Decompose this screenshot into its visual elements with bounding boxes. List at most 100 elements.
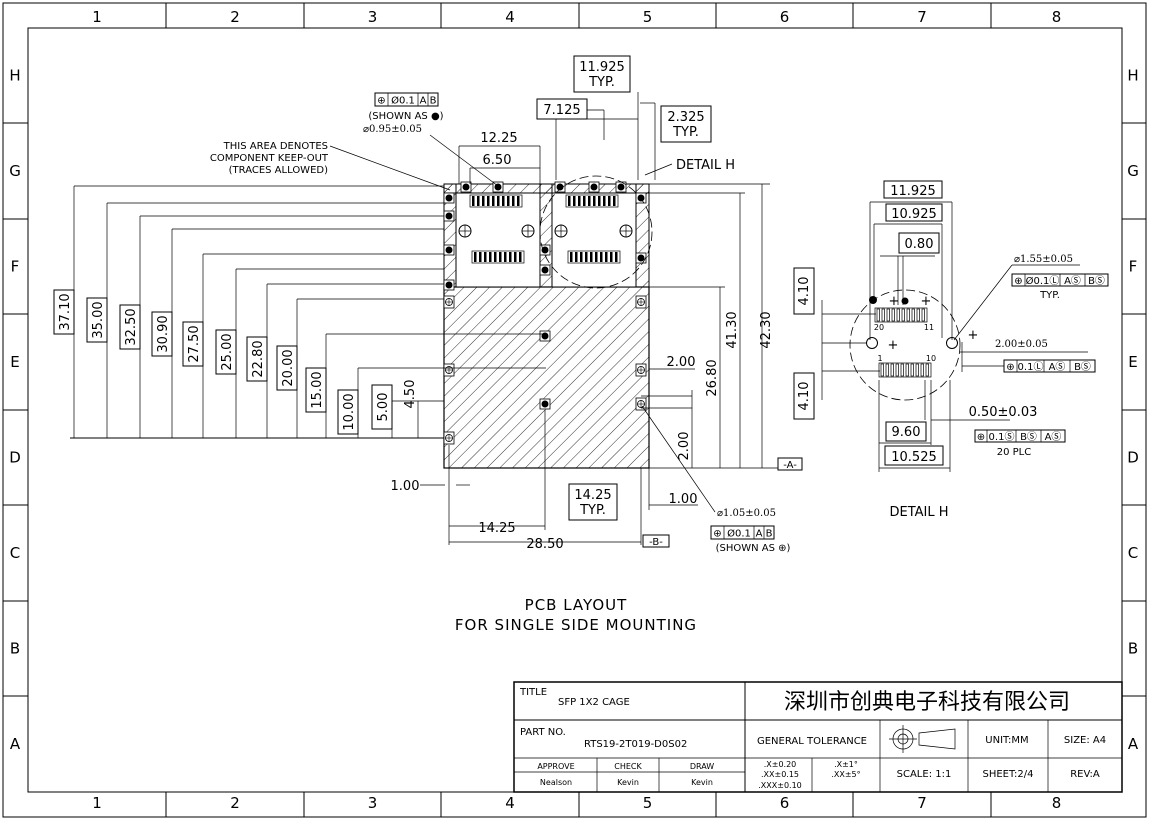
zone-row-left: B: [10, 640, 20, 658]
pad: [595, 252, 598, 262]
pin-10: 10: [926, 354, 936, 363]
pad: [603, 196, 606, 206]
detail-h: + + + + 20 11 1 10 11.925 10.925 0.80 4.…: [793, 180, 1109, 520]
pad: [479, 252, 482, 262]
svg-text:AⓈ: AⓈ: [1064, 275, 1081, 287]
dim-1425-typ-label: TYP.: [579, 503, 606, 518]
svg-text:⊕: ⊕: [977, 432, 985, 443]
pad: [580, 252, 583, 262]
svg-text:Ø0.1: Ø0.1: [727, 528, 751, 540]
press-fit-hole-dot: [590, 183, 598, 191]
detail-pad: [905, 363, 909, 377]
zone-col-bottom: 2: [230, 794, 240, 812]
zone-col-top: 4: [505, 8, 515, 26]
pad: [477, 196, 480, 206]
pad: [588, 196, 591, 206]
pads: [472, 196, 618, 262]
dim-1225: 12.25: [480, 131, 517, 146]
pad: [568, 196, 571, 206]
zone-row-left: H: [9, 67, 20, 85]
draw-name: Kevin: [691, 778, 713, 787]
keepout-top-strip: [443, 183, 650, 194]
tolerance-xxx: .XXX±0.10: [758, 781, 802, 790]
dim-2325-typ: TYP.: [672, 125, 699, 140]
pad: [499, 252, 502, 262]
pad: [570, 252, 573, 262]
press-fit-hole-dot: [494, 183, 502, 191]
dim-2680: 26.80: [705, 359, 720, 396]
svg-text:BⓈ: BⓈ: [1020, 431, 1037, 443]
left-dim-box: [215, 329, 237, 375]
pad: [504, 252, 507, 262]
detail-pad: [901, 308, 905, 322]
port-right: [551, 192, 637, 288]
port-left: [455, 192, 541, 288]
pad: [512, 196, 515, 206]
detail-pad: [915, 363, 919, 377]
zone-row-left: C: [10, 544, 20, 562]
svg-text:BⓈ: BⓈ: [1088, 275, 1105, 287]
detail-hole-dim: ⌀1.55±0.05: [1014, 254, 1073, 265]
zone-row-left: D: [9, 449, 21, 467]
detail-dim-080: 0.80: [905, 237, 934, 252]
tolerance-xx: .XX±0.15: [761, 770, 799, 779]
pad: [590, 252, 593, 262]
pad: [593, 196, 596, 206]
detail-dim-960: 9.60: [892, 425, 921, 440]
datum-a: -A-: [783, 460, 797, 471]
detail-pad: [881, 308, 885, 322]
press-fit-hole-dot: [541, 246, 549, 254]
zone-row-right: A: [1128, 735, 1139, 753]
svg-text:+: +: [968, 328, 979, 343]
detail-dim-11925: 11.925: [890, 184, 936, 199]
svg-text:BⓈ: BⓈ: [1074, 361, 1091, 373]
check-name: Kevin: [617, 778, 639, 787]
svg-text:⊕: ⊕: [377, 96, 385, 107]
part-no-label: PART NO.: [520, 727, 566, 738]
left-dim-label: 25.00: [220, 333, 235, 370]
dim-1425-typ: 14.25: [574, 488, 611, 503]
press-fit-hole-dot: [445, 212, 453, 220]
zone-row-right: C: [1128, 544, 1138, 562]
left-dim-box: [151, 311, 173, 357]
dim-11925-typ: TYP.: [588, 75, 615, 90]
left-dim-label: 22.80: [251, 340, 266, 377]
title-block: TITLE SFP 1X2 CAGE 深圳市创典电子科技有限公司 PART NO…: [513, 681, 1123, 793]
svg-text:+: +: [889, 294, 900, 309]
left-dim-box: [305, 367, 327, 413]
tolerance-angle-2: .XX±5°: [831, 770, 860, 779]
detail-title: DETAIL H: [889, 505, 948, 520]
heading-line2: FOR SINGLE SIDE MOUNTING: [455, 616, 697, 634]
pad: [613, 196, 616, 206]
detail-h-callout: DETAIL H: [676, 158, 735, 173]
left-dim-box: [246, 336, 268, 382]
left-dim-label: 27.50: [187, 325, 202, 362]
zone-col-bottom: 6: [780, 794, 790, 812]
zone-col-top: 6: [780, 8, 790, 26]
pad: [605, 252, 608, 262]
mounting-holes: [458, 224, 633, 238]
general-tolerance-label: GENERAL TOLERANCE: [757, 736, 867, 747]
zone-col-top: 3: [368, 8, 378, 26]
scale-label: SCALE: 1:1: [897, 769, 952, 780]
left-dim-label: 37.10: [58, 293, 73, 330]
hole-small-dim: ⌀0.95±0.05: [363, 124, 422, 135]
detail-pad: [906, 308, 910, 322]
left-dim-label: 32.50: [124, 308, 139, 345]
pad: [583, 196, 586, 206]
zone-col-top: 2: [230, 8, 240, 26]
zone-col-bottom: 7: [917, 794, 927, 812]
zone-col-bottom: 4: [505, 794, 515, 812]
revision-label: REV:A: [1070, 769, 1100, 780]
press-fit-hole-dot: [445, 281, 453, 289]
right-dimensions: 42.30 41.30 26.80 -A- 2.00 2.00 1.00 1.0…: [391, 183, 803, 545]
zone-row-right: F: [1129, 258, 1138, 276]
keepout-body: [443, 286, 650, 469]
tolerance-angle-1: .X±1°: [834, 760, 858, 769]
zone-row-right: B: [1128, 640, 1138, 658]
pad: [598, 196, 601, 206]
title-label: TITLE: [519, 687, 547, 698]
pin-20: 20: [874, 323, 884, 332]
pad: [573, 196, 576, 206]
